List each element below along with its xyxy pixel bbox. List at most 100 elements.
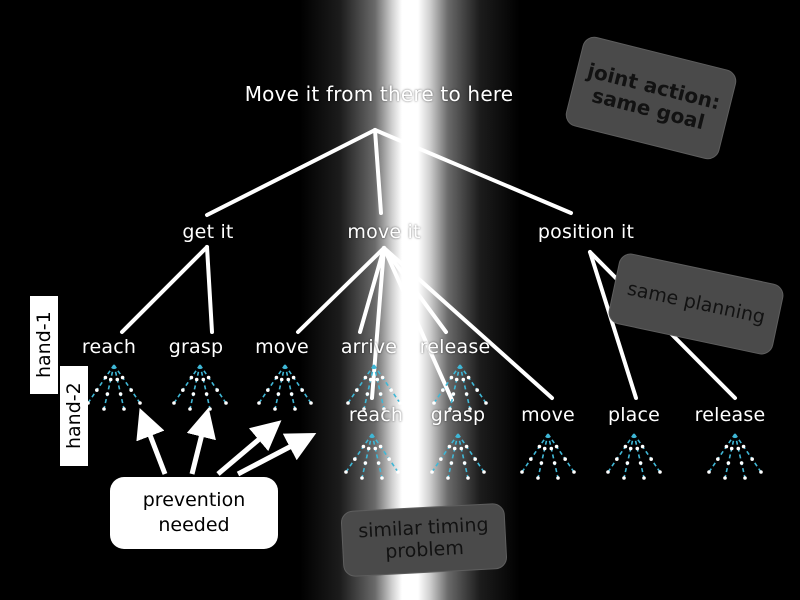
hand1-subfan-2-strand <box>284 364 312 404</box>
hand1-subfan-4-node <box>466 375 471 380</box>
hand1-subfan-3-strand <box>373 364 385 410</box>
hand2-subfan-1-node <box>466 476 470 480</box>
hand1-subfan-4-node <box>454 377 459 382</box>
hand2-subfan-2-node <box>572 470 576 474</box>
hand2-subfan-2-strand <box>547 433 559 479</box>
hand1-subfan-1-strand <box>199 364 211 410</box>
edge-root-position-it <box>373 128 573 215</box>
hand2-subfan-0-node <box>361 444 366 449</box>
hand2-subfan-0-node <box>373 446 378 451</box>
hand2-subfan-3-strand <box>633 433 645 479</box>
hand1-subfan-0-strand <box>103 364 115 410</box>
hand1-subfan-3-strand <box>363 364 375 410</box>
hand1-subfan-2-node <box>293 407 297 411</box>
hand2-subfan-1-node <box>439 457 443 461</box>
hand2-subfan-2-strand <box>547 433 575 473</box>
hand2-subfan-0-strand <box>345 433 373 473</box>
hand1-subfan-1-node <box>204 392 209 396</box>
callout-similar-timing: similar timing problem <box>340 502 508 578</box>
hand2-subfan-1-strand <box>431 433 459 473</box>
hand1-subfan-0-node <box>120 375 125 380</box>
prevention-arrow-2 <box>216 420 282 476</box>
hand2-subfan-0-node <box>366 446 371 451</box>
hand2-subfan-0-node <box>360 476 364 480</box>
hand2-subfan-4-node <box>716 457 720 461</box>
hand1-subfan-1-node <box>208 407 212 411</box>
edge-move-it-4 <box>382 246 454 402</box>
hand2-subfan-4-node <box>726 461 731 465</box>
hand2-subfan-1-strand <box>457 433 485 473</box>
hand2-subfan-1-node <box>446 476 450 480</box>
hand1-subfan-1-node <box>206 375 211 380</box>
hand1-subfan-2 <box>257 364 313 411</box>
hand2-subfan-2-strand <box>537 433 549 479</box>
hand2-subfan-4-strand <box>724 433 736 479</box>
prevention-arrow-0 <box>136 407 168 475</box>
hand1-subfan-0-node <box>103 375 108 380</box>
hand1-release: release <box>419 336 491 358</box>
hand1-subfan-2-node <box>266 388 270 392</box>
hand2-subfan-2-node <box>552 461 557 465</box>
hand1-subfan-2-node <box>291 375 296 380</box>
hand1-subfan-3 <box>346 364 402 411</box>
hand1-subfan-0 <box>86 364 142 411</box>
hand2-subfan-3-node <box>642 476 646 480</box>
hand1-subfan-2-node <box>257 401 261 405</box>
hand1-subfan-1-node <box>189 375 194 380</box>
hand1-subfan-0-strand <box>113 364 125 410</box>
hand2-subfan-4-strand <box>734 433 746 479</box>
hand1-grasp: grasp <box>168 336 224 358</box>
hand1-subfan-2-node <box>276 392 281 396</box>
hand2-subfan-4-node <box>707 470 711 474</box>
hand2-subfan-4 <box>707 433 763 480</box>
hand1-subfan-1-strand <box>173 364 201 404</box>
hand1-subfan-4-strand <box>449 364 461 410</box>
hand2-subfan-4-node <box>729 446 734 451</box>
hand2-subfan-0-strand <box>371 433 399 473</box>
hand2-subfan-0-node <box>363 461 368 465</box>
prevention-arrow-3 <box>236 433 317 477</box>
hand1-subfan-3-strand <box>347 364 375 404</box>
hand2-subfan-0-strand <box>361 433 373 479</box>
hand1-subfan-4-node <box>464 392 469 396</box>
edge-move-it-2 <box>370 246 386 400</box>
hand1-subfan-2-strand <box>258 364 286 404</box>
hand2-subfan-4-node <box>739 461 744 465</box>
hand1-subfan-3-node <box>368 377 373 382</box>
hand1-subfan-0-node <box>105 392 110 396</box>
hand1-subfan-4-node <box>461 377 466 382</box>
hand1-subfan-1-node <box>191 392 196 396</box>
hand1-subfan-1-strand <box>199 364 227 404</box>
node-move-it: move it <box>347 221 421 243</box>
hand2-grasp: grasp <box>430 404 486 426</box>
hand2-subfan-0-node <box>353 457 357 461</box>
hand2-subfan-2-node <box>563 457 567 461</box>
hand2-subfan-4-node <box>723 476 727 480</box>
hand1-subfan-4-node <box>451 392 456 396</box>
hand1-subfan-3-strand <box>373 364 401 404</box>
hand1-subfan-3-node <box>398 401 402 405</box>
hand1-subfan-3-node <box>375 377 380 382</box>
hand2-release: release <box>694 404 766 426</box>
hand2-subfan-1-node <box>473 457 477 461</box>
hand2-subfan-4-strand <box>734 433 762 473</box>
hand1-subfan-3-node <box>365 392 370 396</box>
edge-get-it-reach <box>120 245 209 334</box>
hand2-subfan-2-node <box>536 476 540 480</box>
hand2-subfan-3-node <box>658 470 662 474</box>
hand2-subfan-2-node <box>520 470 524 474</box>
hand2-subfan-3-strand <box>607 433 635 473</box>
hand2-subfan-2-strand <box>521 433 549 473</box>
edge-move-it-3 <box>382 246 448 334</box>
hand2-subfan-0-node <box>396 470 400 474</box>
hand2-place: place <box>607 404 661 426</box>
hand2-subfan-4-node <box>759 470 763 474</box>
hand2-subfan-3-node <box>615 457 619 461</box>
hand1-subfan-2-node <box>274 375 279 380</box>
hand2-subfan-3-node <box>622 476 626 480</box>
hand2-subfan-3-strand <box>623 433 635 479</box>
hand2-subfan-2-node <box>549 446 554 451</box>
hand1-subfan-4-node <box>484 401 488 405</box>
hand2-subfan-0 <box>344 433 400 480</box>
